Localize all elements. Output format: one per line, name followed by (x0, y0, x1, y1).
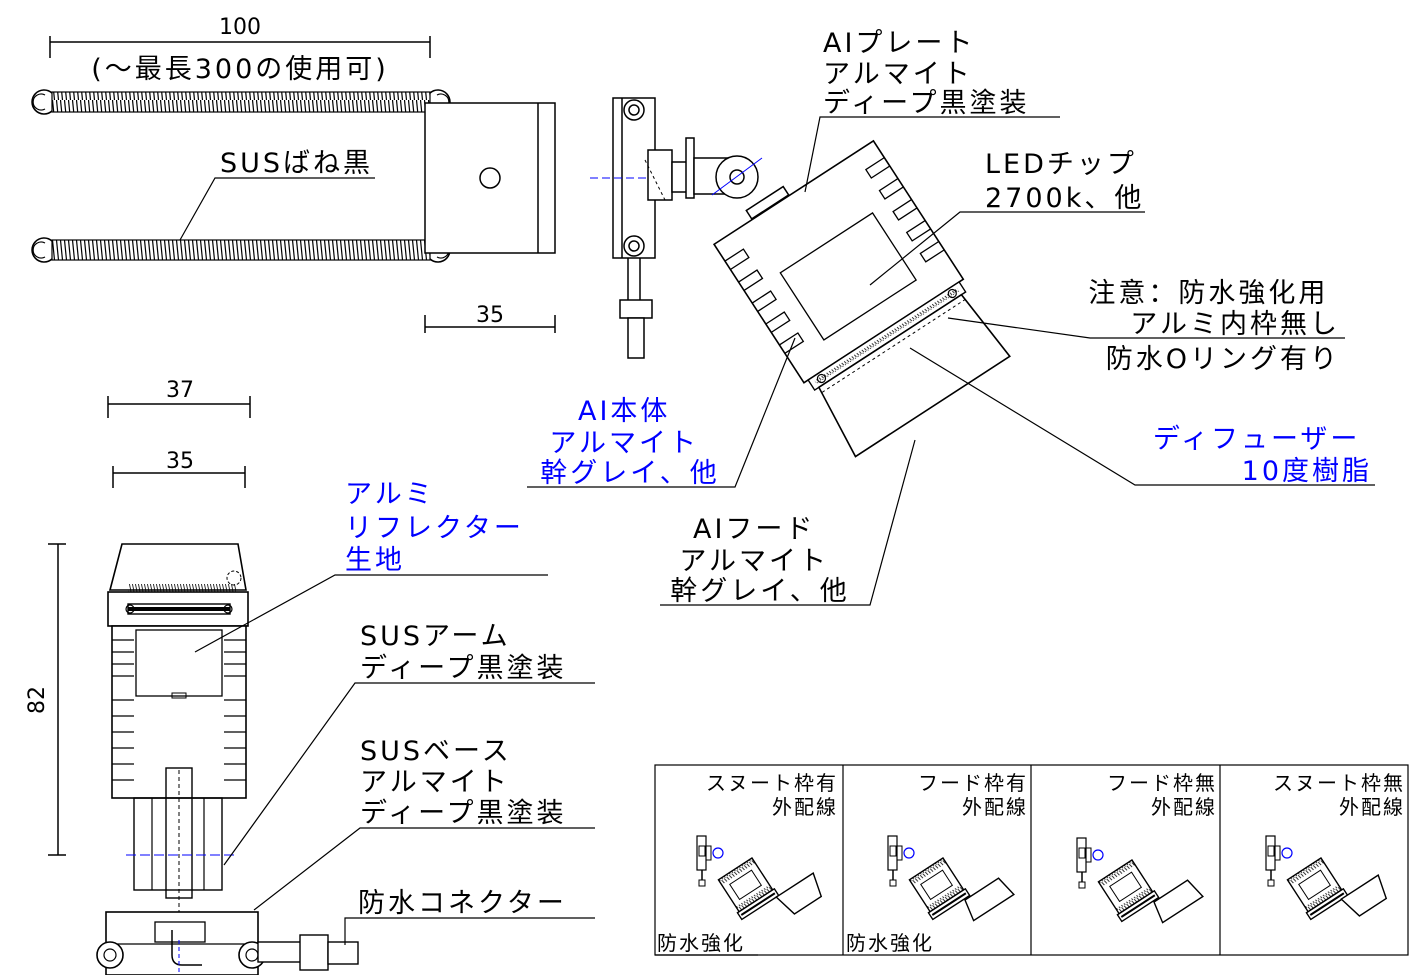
spring-assembly-view: 100 (～最長300の使用可) SUSばね黒 (31, 15, 556, 333)
dimension-35-plate (424, 315, 556, 333)
label-oring: 防水Oリング有り (1106, 344, 1340, 375)
luminaire-body (712, 139, 1011, 458)
label-diffuser: ディフューザー 10度樹脂 (1153, 424, 1372, 487)
label-caution: 注意：防水強化用 アルミ内枠無し (1088, 278, 1340, 340)
dimension-35-plate-label: 35 (476, 303, 504, 328)
variant-table: スヌート枠有外配線 防水強化 フード枠有外配線 防水強化 フード枠無外配線 スヌ… (654, 764, 1409, 956)
dimension-37-label: 37 (166, 378, 194, 403)
dimension-82-label: 82 (25, 686, 50, 714)
front-view: 37 35 82 (25, 378, 595, 975)
spring-top (31, 89, 451, 115)
label-al-hood: AIフード アルマイト 幹グレイ、他 (670, 514, 849, 607)
svg-text:フード枠有外配線: フード枠有外配線 (918, 771, 1028, 819)
label-sus-base: SUSベース アルマイト ディープ黒塗装 (360, 736, 567, 829)
dimension-100 (49, 36, 431, 58)
spring-length-note: (～最長300の使用可) (91, 54, 389, 85)
label-connector: 防水コネクター (358, 888, 567, 919)
variant-cell: フード枠無外配線 (1076, 771, 1217, 924)
svg-text:防水強化: 防水強化 (657, 931, 745, 955)
variant-cell: スヌート枠有外配線 防水強化 (655, 771, 838, 956)
dimension-100-label: 100 (219, 15, 261, 40)
mounting-plate (424, 102, 556, 254)
side-view-leaders (527, 116, 1375, 606)
label-al-plate: AIプレート アルマイト ディープ黒塗装 (823, 28, 1030, 119)
svg-text:スヌート枠有外配線: スヌート枠有外配線 (706, 771, 838, 819)
svg-text:フード枠無外配線: フード枠無外配線 (1107, 771, 1217, 819)
label-sus-spring: SUSばね黒 (220, 148, 373, 179)
dimension-35-label: 35 (166, 449, 194, 474)
label-led-chip: LEDチップ 2700k、他 (985, 149, 1149, 214)
leader-sus-spring (179, 177, 375, 241)
label-reflector: アルミ リフレクター 生地 (345, 479, 536, 576)
spring-bottom (31, 237, 451, 263)
label-al-body: AI本体 アルマイト 幹グレイ、他 (540, 396, 719, 489)
svg-text:防水強化: 防水強化 (846, 931, 934, 955)
side-view: AIプレート アルマイト ディープ黒塗装 LEDチップ 2700k、他 注意：防… (527, 28, 1375, 607)
variant-cell: フード枠有外配線 防水強化 (846, 771, 1028, 955)
label-sus-arm: SUSアーム ディープ黒塗装 (360, 621, 567, 684)
svg-text:スヌート枠無外配線: スヌート枠無外配線 (1273, 771, 1405, 819)
variant-cell: スヌート枠無外配線 (1265, 771, 1405, 921)
pivot-joint (711, 155, 763, 199)
